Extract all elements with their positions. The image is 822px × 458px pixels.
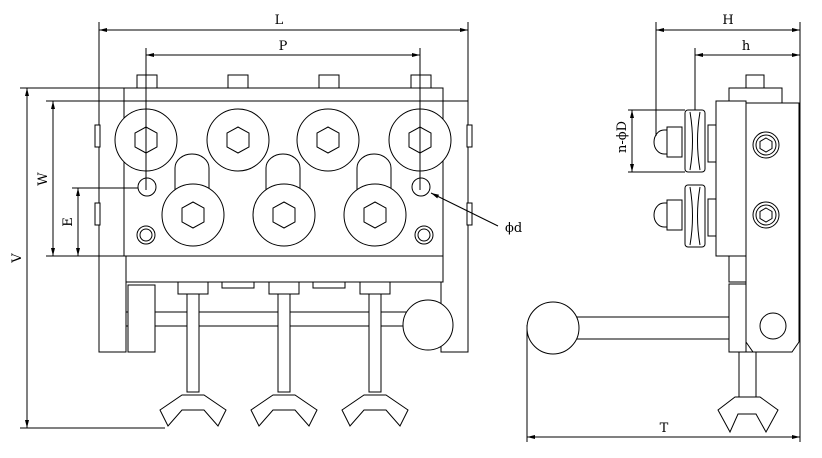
upper-rollers (115, 109, 451, 171)
top-bolts (137, 75, 431, 88)
front-view: L P V W E ϕd (10, 13, 522, 428)
side-wing-nut (718, 397, 778, 432)
lower-rollers (162, 184, 406, 246)
dim-h: h (742, 39, 751, 54)
top-plate (124, 88, 443, 101)
dim-E: E (61, 217, 76, 227)
side-roller (128, 285, 155, 352)
side-view: H h n-ϕD T (527, 13, 800, 442)
pulley-lower (654, 185, 716, 247)
dim-phi-d: ϕd (505, 221, 522, 236)
handle-ball (527, 302, 579, 354)
mounting-hole (138, 178, 156, 196)
handle-bar (577, 317, 729, 339)
dim-V: V (10, 253, 25, 264)
dim-H: H (722, 13, 733, 28)
dim-T: T (660, 421, 669, 436)
lower-body (126, 256, 443, 282)
handle-knob (403, 300, 453, 350)
dim-n-phi-D: n-ϕD (615, 121, 630, 153)
dim-P: P (279, 39, 288, 54)
screws-wing-nuts (160, 282, 408, 426)
mounting-hole (412, 178, 430, 196)
dim-W: W (36, 172, 51, 186)
pulley-upper (654, 110, 716, 172)
dim-L: L (275, 13, 284, 28)
